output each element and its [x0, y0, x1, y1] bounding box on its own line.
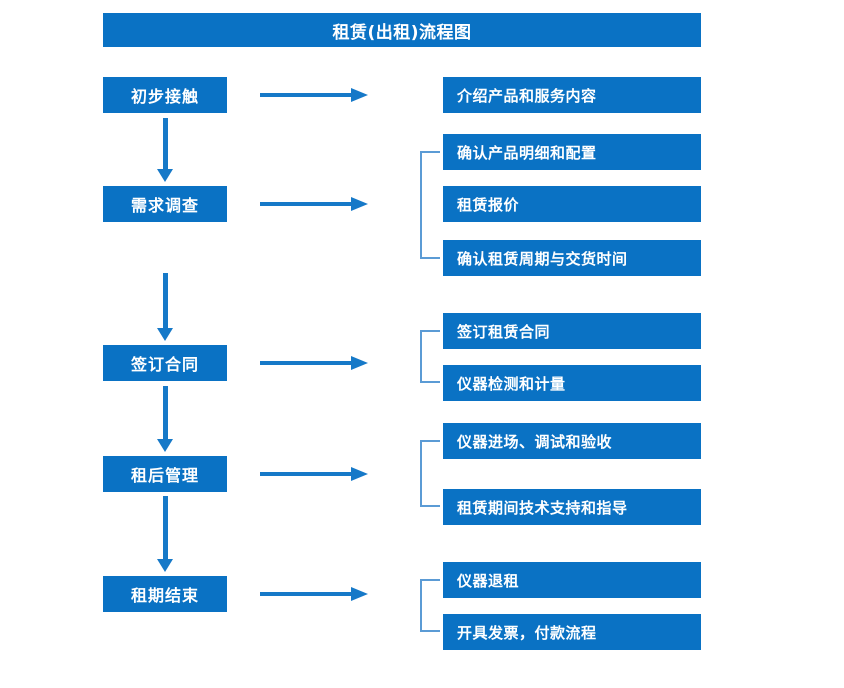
- detail-box-1[interactable]: 介绍产品和服务内容: [443, 77, 701, 113]
- detail-box-3[interactable]: 租赁报价: [443, 186, 701, 222]
- down-arrow-stage3-to-stage4: [157, 386, 173, 452]
- detail-box-5[interactable]: 签订租赁合同: [443, 313, 701, 349]
- detail-box-6[interactable]: 仪器检测和计量: [443, 365, 701, 401]
- detail-box-9[interactable]: 仪器退租: [443, 562, 701, 598]
- stage-box-4[interactable]: 租后管理: [103, 456, 227, 492]
- stage-box-1[interactable]: 初步接触: [103, 77, 227, 113]
- stage-box-5[interactable]: 租期结束: [103, 576, 227, 612]
- group-bracket-stage2: [420, 151, 440, 259]
- detail-box-4[interactable]: 确认租赁周期与交货时间: [443, 240, 701, 276]
- detail-box-10[interactable]: 开具发票，付款流程: [443, 614, 701, 650]
- stage-box-2[interactable]: 需求调查: [103, 186, 227, 222]
- group-bracket-stage3: [420, 330, 440, 383]
- detail-box-8[interactable]: 租赁期间技术支持和指导: [443, 489, 701, 525]
- right-arrow-stage4: [260, 467, 368, 481]
- group-bracket-stage5: [420, 579, 440, 632]
- stage-box-3[interactable]: 签订合同: [103, 345, 227, 381]
- page-title: 租赁(出租)流程图: [103, 13, 701, 47]
- down-arrow-stage2-to-stage3: [157, 273, 173, 341]
- down-arrow-stage4-to-stage5: [157, 496, 173, 572]
- down-arrow-stage1-to-stage2: [157, 118, 173, 182]
- right-arrow-stage3: [260, 356, 368, 370]
- right-arrow-stage1: [260, 88, 368, 102]
- right-arrow-stage2: [260, 197, 368, 211]
- group-bracket-stage4: [420, 440, 440, 507]
- detail-box-7[interactable]: 仪器进场、调试和验收: [443, 423, 701, 459]
- detail-box-2[interactable]: 确认产品明细和配置: [443, 134, 701, 170]
- right-arrow-stage5: [260, 587, 368, 601]
